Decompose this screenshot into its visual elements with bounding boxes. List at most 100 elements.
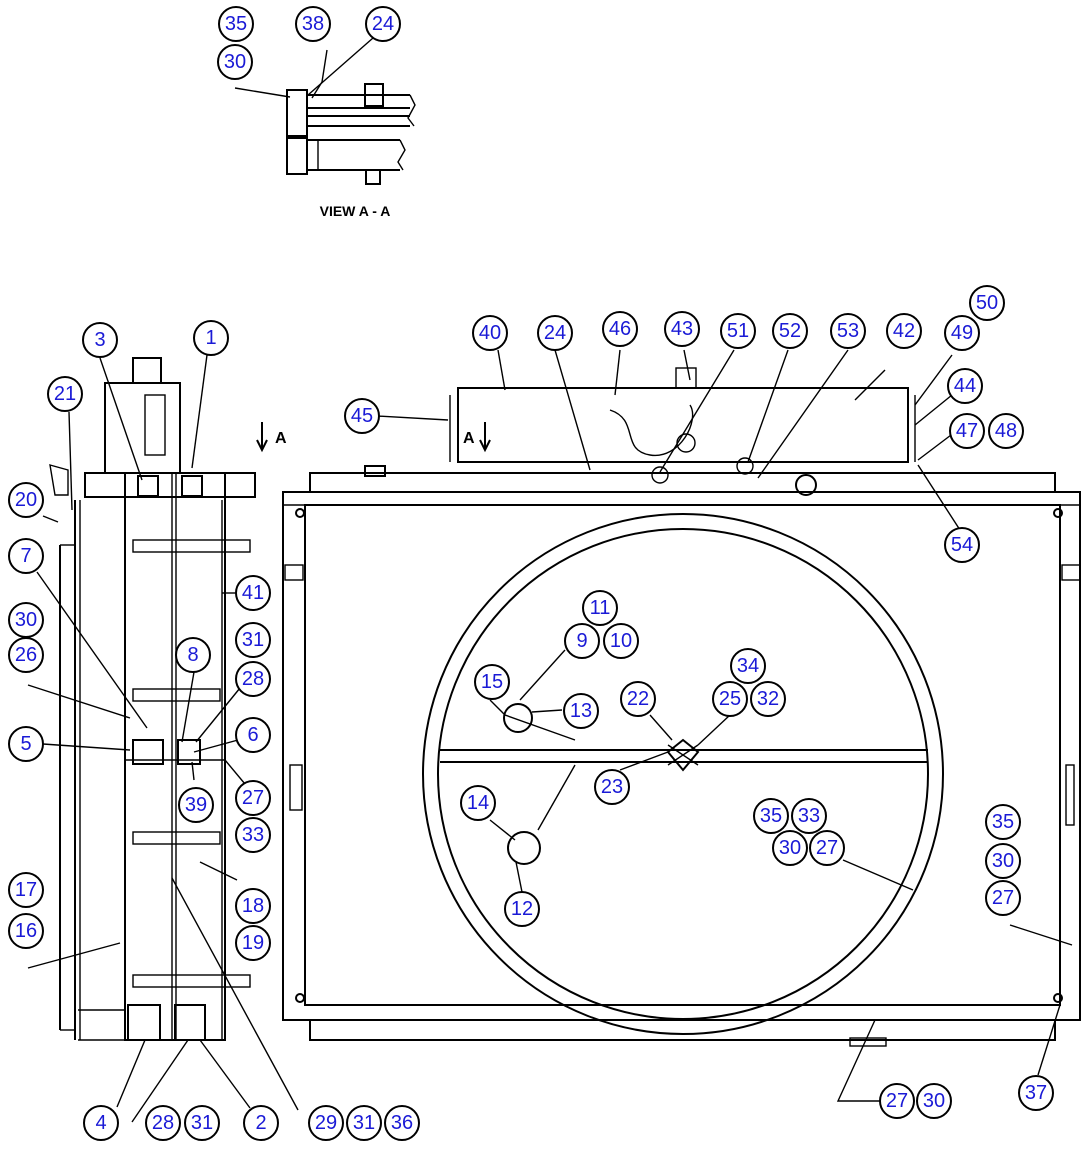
callout-4[interactable]: 4: [83, 1105, 119, 1141]
svg-text:16: 16: [15, 920, 37, 942]
callout-48[interactable]: 48: [988, 413, 1024, 449]
callout-31b[interactable]: 31: [346, 1105, 382, 1141]
callout-45[interactable]: 45: [344, 398, 380, 434]
svg-text:31: 31: [242, 629, 264, 651]
callout-33[interactable]: 33: [235, 817, 271, 853]
svg-text:7: 7: [20, 545, 31, 567]
svg-text:8: 8: [187, 644, 198, 666]
callout-5[interactable]: 5: [8, 726, 44, 762]
callout-26[interactable]: 26: [8, 637, 44, 673]
callout-33b[interactable]: 33: [791, 798, 827, 834]
callout-30e[interactable]: 30: [916, 1083, 952, 1119]
callout-32[interactable]: 32: [750, 681, 786, 717]
callout-12[interactable]: 12: [504, 891, 540, 927]
callout-6[interactable]: 6: [235, 717, 271, 753]
callout-31c[interactable]: 31: [235, 622, 271, 658]
svg-text:49: 49: [951, 322, 973, 344]
callout-27b[interactable]: 27: [809, 830, 845, 866]
callout-30c[interactable]: 30: [772, 830, 808, 866]
callout-7[interactable]: 7: [8, 538, 44, 574]
callout-30d[interactable]: 30: [985, 843, 1021, 879]
callout-24[interactable]: 24: [365, 6, 401, 42]
callout-11[interactable]: 11: [582, 590, 618, 626]
callout-47[interactable]: 47: [949, 413, 985, 449]
callout-20[interactable]: 20: [8, 482, 44, 518]
svg-text:42: 42: [893, 320, 915, 342]
svg-text:48: 48: [995, 420, 1017, 442]
callout-39[interactable]: 39: [178, 787, 214, 823]
svg-text:46: 46: [609, 318, 631, 340]
svg-text:30: 30: [15, 609, 37, 631]
callout-19[interactable]: 19: [235, 925, 271, 961]
callout-25[interactable]: 25: [712, 681, 748, 717]
callout-49[interactable]: 49: [944, 315, 980, 351]
callout-21[interactable]: 21: [47, 376, 83, 412]
section-marker-left: A: [275, 430, 287, 447]
svg-text:27: 27: [886, 1090, 908, 1112]
callout-52[interactable]: 52: [772, 313, 808, 349]
svg-text:33: 33: [242, 824, 264, 846]
callout-35c[interactable]: 35: [985, 804, 1021, 840]
fan-shroud: [422, 513, 944, 1035]
callout-10[interactable]: 10: [603, 623, 639, 659]
callout-51[interactable]: 51: [720, 313, 756, 349]
callout-35[interactable]: 35: [218, 6, 254, 42]
callout-1[interactable]: 1: [193, 320, 229, 356]
callout-24b[interactable]: 24: [537, 315, 573, 351]
callout-41[interactable]: 41: [235, 575, 271, 611]
callout-40[interactable]: 40: [472, 315, 508, 351]
svg-text:2: 2: [255, 1112, 266, 1134]
svg-text:30: 30: [224, 51, 246, 73]
callout-22[interactable]: 22: [620, 681, 656, 717]
callout-54[interactable]: 54: [944, 527, 980, 563]
callout-2[interactable]: 2: [243, 1105, 279, 1141]
callout-46[interactable]: 46: [602, 311, 638, 347]
view-a-a-title: VIEW A - A: [320, 203, 391, 219]
svg-text:18: 18: [242, 895, 264, 917]
callout-3[interactable]: 3: [82, 322, 118, 358]
svg-text:24: 24: [372, 13, 394, 35]
callout-18[interactable]: 18: [235, 888, 271, 924]
svg-text:30: 30: [923, 1090, 945, 1112]
callout-15[interactable]: 15: [474, 664, 510, 700]
callout-13[interactable]: 13: [563, 693, 599, 729]
side-view-assembly: [49, 357, 256, 1041]
svg-text:23: 23: [601, 776, 623, 798]
callout-17[interactable]: 17: [8, 872, 44, 908]
callout-16[interactable]: 16: [8, 913, 44, 949]
svg-text:21: 21: [54, 383, 76, 405]
callout-27c[interactable]: 27: [985, 880, 1021, 916]
svg-text:11: 11: [590, 597, 611, 619]
section-marker-right: A: [463, 430, 475, 447]
svg-text:24: 24: [544, 322, 566, 344]
callout-14[interactable]: 14: [460, 785, 496, 821]
callout-37[interactable]: 37: [1018, 1075, 1054, 1111]
callout-36[interactable]: 36: [384, 1105, 420, 1141]
callout-30b[interactable]: 30: [8, 602, 44, 638]
svg-text:52: 52: [779, 320, 801, 342]
view-a-a-detail: VIEW A - A: [286, 83, 416, 219]
callout-31[interactable]: 31: [184, 1105, 220, 1141]
svg-text:30: 30: [992, 850, 1014, 872]
callout-42[interactable]: 42: [886, 313, 922, 349]
callout-44[interactable]: 44: [947, 368, 983, 404]
callout-43[interactable]: 43: [664, 311, 700, 347]
callout-29[interactable]: 29: [308, 1105, 344, 1141]
callout-38[interactable]: 38: [295, 6, 331, 42]
callout-50[interactable]: 50: [969, 285, 1005, 321]
callout-28[interactable]: 28: [145, 1105, 181, 1141]
callout-35b[interactable]: 35: [753, 798, 789, 834]
svg-text:14: 14: [467, 792, 489, 814]
callout-34[interactable]: 34: [730, 648, 766, 684]
callout-9[interactable]: 9: [564, 623, 600, 659]
svg-text:3: 3: [94, 329, 105, 351]
callout-53[interactable]: 53: [830, 313, 866, 349]
callout-30[interactable]: 30: [217, 44, 253, 80]
svg-text:31: 31: [191, 1112, 213, 1134]
callout-28b[interactable]: 28: [235, 661, 271, 697]
callout-27[interactable]: 27: [235, 780, 271, 816]
svg-text:33: 33: [798, 805, 820, 827]
callout-23[interactable]: 23: [594, 769, 630, 805]
callout-27d[interactable]: 27: [879, 1083, 915, 1119]
callout-8[interactable]: 8: [175, 637, 211, 673]
